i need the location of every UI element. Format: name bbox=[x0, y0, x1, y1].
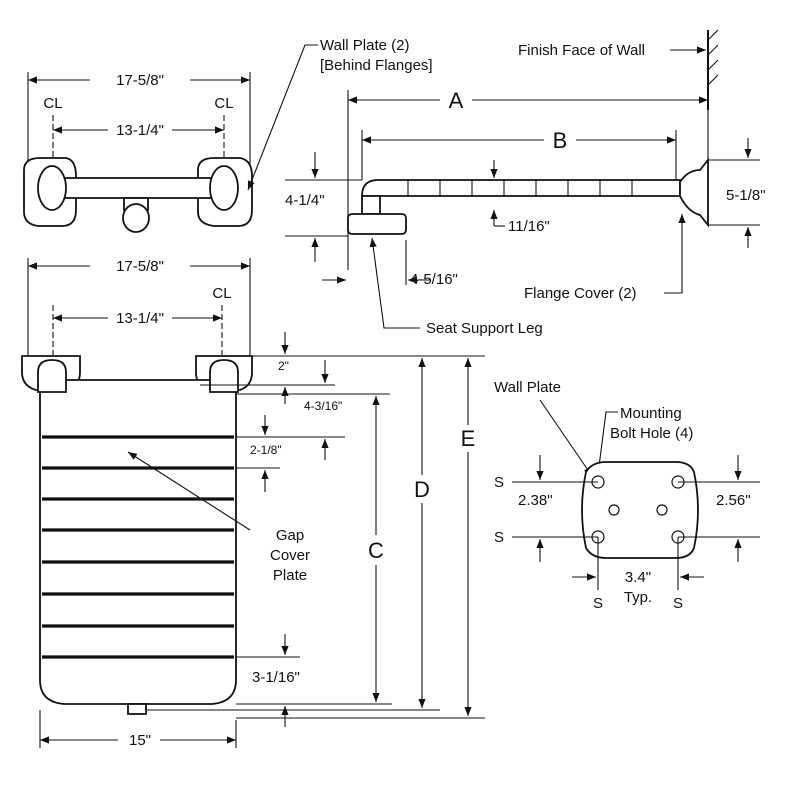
wall-plate-leader bbox=[247, 44, 318, 191]
top-seat-bar bbox=[39, 177, 237, 199]
plan-left-cover bbox=[37, 359, 67, 393]
plan-leg-tab bbox=[127, 703, 147, 715]
center-hole-left bbox=[608, 504, 620, 516]
plan-overall-width-label: 17-5/8" bbox=[116, 258, 164, 275]
wall-hatch-2 bbox=[707, 44, 719, 56]
wall-hatch-1 bbox=[707, 29, 719, 41]
slat-pitch-label: 2-1/8" bbox=[250, 443, 282, 457]
s-label-top: S bbox=[494, 474, 504, 491]
behind-flanges-label: [Behind Flanges] bbox=[320, 57, 433, 74]
plan-seat bbox=[39, 378, 237, 705]
plan-center-spacing-label: 13-1/4" bbox=[116, 310, 164, 327]
flange-cover-label: Flange Cover (2) bbox=[524, 285, 637, 302]
gap-cover-line2: Cover bbox=[270, 547, 310, 564]
top-centerline-right: CL bbox=[214, 95, 233, 112]
seat-leg-leader bbox=[369, 237, 420, 329]
side-view: Finish Face of Wall Wall Plate (2) [Behi… bbox=[247, 29, 766, 337]
s-label-bottom: S bbox=[494, 529, 504, 546]
top-left-cover bbox=[37, 165, 67, 211]
top-leg-foot bbox=[122, 203, 150, 233]
mounting-label-1: Mounting bbox=[620, 405, 682, 422]
wall-plate-detail-title: Wall Plate bbox=[494, 379, 561, 396]
side-leg-foot bbox=[347, 213, 407, 235]
horiz-dim-label: 3.4" bbox=[625, 569, 651, 586]
dim-a-label: A bbox=[449, 88, 464, 113]
right-dim-label: 2.56" bbox=[716, 492, 751, 509]
seat-support-leg-label: Seat Support Leg bbox=[426, 320, 543, 337]
plan-view: 17-5/8" CL 13-1/4" 2" bbox=[21, 258, 485, 749]
typ-label: Typ. bbox=[624, 589, 652, 606]
gap-cover-line1: Gap bbox=[276, 527, 304, 544]
s-label-left: S bbox=[593, 595, 603, 612]
mounting-label-2: Bolt Hole (4) bbox=[610, 425, 693, 442]
side-flange bbox=[679, 157, 709, 228]
plan-right-cover bbox=[209, 359, 239, 393]
dim-2-label: 2" bbox=[278, 359, 289, 373]
side-leg-stem bbox=[361, 195, 381, 215]
leg-offset-label: 4-5/16" bbox=[410, 271, 458, 288]
wall-plate-callout: Wall Plate (2) bbox=[320, 37, 409, 54]
end-gap-label: 3-1/16" bbox=[252, 669, 300, 686]
flange-cover-leader bbox=[664, 214, 686, 294]
dim-c-label: C bbox=[368, 538, 384, 563]
rise-label: 4-1/4" bbox=[285, 192, 325, 209]
top-center-spacing-label: 13-1/4" bbox=[116, 122, 164, 139]
dim-4316-label: 4-3/16" bbox=[304, 399, 342, 413]
wall-plate-detail: Wall Plate Mounting Bolt Hole (4) S S 2.… bbox=[494, 379, 760, 612]
mounting-leader bbox=[595, 411, 618, 475]
dim-e-label: E bbox=[461, 426, 476, 451]
top-right-cover bbox=[209, 165, 239, 211]
gap-cover-line3: Plate bbox=[273, 567, 307, 584]
top-view: 17-5/8" CL CL 13-1/4" bbox=[23, 72, 253, 233]
wall-hatch-3 bbox=[707, 59, 719, 71]
flange-height-label: 5-1/8" bbox=[726, 187, 766, 204]
seat-width-label: 15" bbox=[129, 732, 151, 749]
gap-cover-leader bbox=[127, 451, 251, 531]
slat-thickness-label: 11/16" bbox=[508, 218, 550, 235]
center-hole-right bbox=[656, 504, 668, 516]
top-centerline-left: CL bbox=[43, 95, 62, 112]
top-overall-width-label: 17-5/8" bbox=[116, 72, 164, 89]
wall-plate-detail-leader bbox=[539, 399, 593, 477]
wall-hatch-4 bbox=[707, 74, 719, 86]
left-dim-label: 2.38" bbox=[518, 492, 553, 509]
finish-face-label: Finish Face of Wall bbox=[518, 42, 645, 59]
s-label-right: S bbox=[673, 595, 683, 612]
wall-plate-shape bbox=[581, 461, 699, 559]
dim-d-label: D bbox=[414, 477, 430, 502]
dim-b-label: B bbox=[553, 128, 568, 153]
plan-centerline: CL bbox=[212, 285, 231, 302]
